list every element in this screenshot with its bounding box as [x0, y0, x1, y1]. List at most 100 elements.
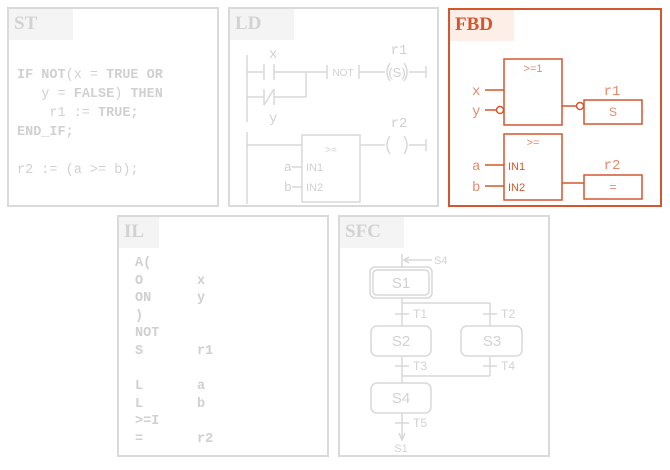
il-row — [135, 361, 213, 379]
step-s2-label[interactable]: S2 — [392, 333, 410, 350]
transition-t4-label: T4 — [501, 359, 515, 373]
st-code: IF NOT(x = TRUE OR y = FALSE) THEN r1 :=… — [17, 66, 163, 180]
st-panel[interactable]: ST IF NOT(x = TRUE OR y = FALSE) THEN r1… — [7, 7, 219, 207]
panel-title: FBD — [450, 10, 514, 41]
ladder-diagram: x y NOT (S) r1 r2 >= a b IN1 IN2 — [246, 43, 427, 204]
transition-t1-label: T1 — [413, 307, 427, 321]
not-label: NOT — [332, 68, 353, 79]
in2-label: IN2 — [306, 182, 323, 194]
label-a: a — [284, 160, 292, 175]
keyword: TRUE; — [98, 106, 139, 121]
set-label: S — [609, 105, 617, 119]
transition-t3-label: T3 — [413, 359, 427, 373]
keyword: FALSE — [73, 87, 115, 102]
label-b: b — [472, 180, 480, 196]
il-row: A( — [135, 255, 213, 273]
fbd-panel[interactable]: >=1 x y r1 S >= a b IN1 IN2 r2 = FBD — [448, 8, 662, 207]
code-text: y = — [17, 87, 74, 102]
step-s1-outer — [369, 266, 433, 299]
label-b: b — [284, 180, 292, 195]
panel-title: ST — [9, 9, 73, 40]
il-operator: >=I — [135, 414, 160, 430]
il-row: NOT — [135, 325, 213, 343]
code-line: r1 := TRUE; — [17, 104, 163, 123]
step-s1 — [372, 269, 430, 296]
keyword: TRUE OR — [106, 68, 163, 83]
step-s2 — [370, 325, 432, 357]
negation-circle — [495, 105, 505, 115]
negation-circle — [575, 101, 585, 111]
transition-t5-label: T5 — [413, 416, 427, 430]
in1-label: IN1 — [306, 162, 323, 174]
label-r2: r2 — [391, 116, 408, 132]
coil-s-label: (S) — [388, 65, 405, 80]
code-line: y = FALSE) THEN — [17, 85, 163, 104]
il-operator: ON — [135, 291, 152, 307]
jump-in-label: S4 — [434, 255, 447, 267]
panel-title: LD — [230, 9, 294, 40]
il-operator: = — [135, 431, 144, 447]
label-r1: r1 — [391, 43, 408, 59]
label-x: x — [472, 84, 480, 100]
transition-t2-label: T2 — [501, 307, 515, 321]
sfc-panel[interactable]: S4 S1 T1 T2 S2 S3 T3 T4 S4 T5 S1 SFC — [338, 215, 550, 457]
label-r2: r2 — [604, 158, 621, 174]
il-operator — [135, 361, 197, 379]
assign-block — [583, 174, 643, 200]
assign-label: = — [609, 180, 616, 194]
set-block — [583, 99, 643, 125]
ld-panel[interactable]: x y NOT (S) r1 r2 >= a b IN1 IN2 LD — [228, 7, 439, 207]
il-operator: NOT — [135, 326, 160, 342]
label-y: y — [269, 111, 277, 127]
code-line — [17, 142, 163, 161]
il-operator: ) — [135, 308, 144, 324]
step-s3-label[interactable]: S3 — [483, 333, 501, 350]
code-text: (x = — [65, 68, 107, 83]
in2-label: IN2 — [508, 182, 525, 194]
code-text — [17, 144, 25, 159]
code-text: r2 := (a >= b); — [17, 163, 139, 178]
il-operator: O — [135, 273, 144, 289]
code-line: IF NOT(x = TRUE OR — [17, 66, 163, 85]
compare-block — [503, 133, 563, 201]
code-text: ) — [114, 87, 131, 102]
label-y: y — [472, 104, 480, 120]
il-operator: A( — [135, 256, 152, 271]
il-operand: r2 — [197, 431, 214, 447]
block-label: >= — [325, 145, 337, 156]
code-text: r1 := — [17, 106, 99, 121]
sfc-diagram: S4 S1 T1 T2 S2 S3 T3 T4 S4 T5 S1 — [369, 254, 523, 455]
il-operand: a — [197, 379, 206, 395]
label-a: a — [472, 159, 480, 175]
code-line: END_IF; — [17, 123, 163, 142]
il-operator: S — [135, 343, 144, 359]
label-r1: r1 — [604, 84, 621, 100]
step-s4 — [370, 382, 432, 414]
il-row: = r2 — [135, 431, 213, 449]
il-operator: L — [135, 396, 144, 412]
code-line: r2 := (a >= b); — [17, 161, 163, 180]
panel-title: IL — [119, 217, 159, 248]
keyword: THEN — [130, 87, 163, 102]
panel-title: SFC — [340, 217, 404, 248]
in1-label: IN1 — [508, 161, 525, 173]
step-s4-label[interactable]: S4 — [392, 390, 410, 407]
or-block — [503, 58, 563, 126]
label-x: x — [269, 47, 277, 63]
il-row: ) — [135, 308, 213, 326]
il-operand: b — [197, 396, 206, 412]
step-s1-label[interactable]: S1 — [392, 275, 410, 292]
il-row: >=I — [135, 413, 213, 431]
il-operator: L — [135, 379, 144, 395]
compare-block — [301, 134, 361, 203]
keyword: IF NOT — [17, 68, 66, 83]
compare-label: >= — [527, 137, 540, 149]
or-block-label: >=1 — [524, 63, 543, 75]
